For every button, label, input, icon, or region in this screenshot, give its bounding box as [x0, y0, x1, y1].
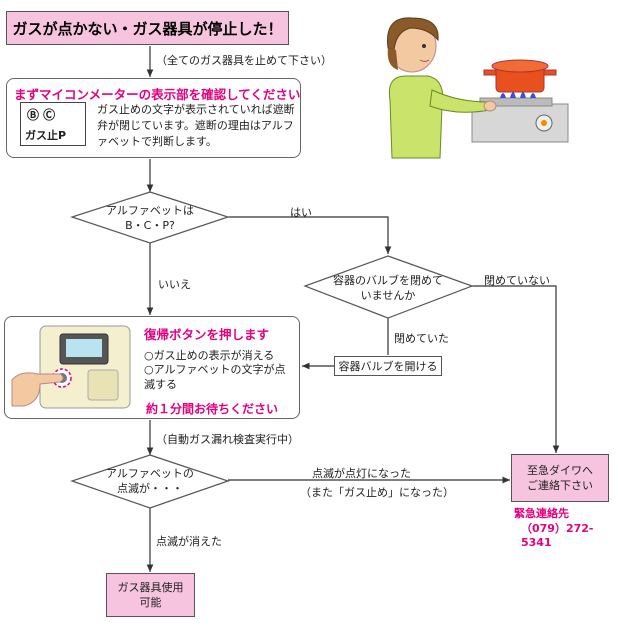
emergency-line1: 至急ダイワへ [527, 464, 593, 477]
note-stop-all: （全てのガス器具を止めて下さい） [156, 54, 332, 67]
person-icon [387, 17, 497, 159]
pot-icon [483, 59, 557, 93]
emergency-line2: ご連絡下さい [527, 479, 593, 492]
label-lit: 点滅が点灯になった [312, 467, 411, 480]
flame-icon [500, 92, 536, 98]
arrow-not-closed [472, 285, 560, 453]
open-valve-box: 容器バルブを開ける [334, 356, 442, 376]
decision-valve-text: 容器のバルブを閉めて いませんか [318, 273, 458, 303]
meter-letters: Ⓑ Ⓒ [27, 108, 56, 122]
label-gone: 点滅が消えた [156, 535, 222, 548]
reset-heading: 復帰ボタンを押します [144, 327, 270, 342]
reset-item1: ○ガス止めの表示が消える [144, 349, 275, 362]
decision-alpha-shape [70, 191, 230, 244]
cooking-person-illustration [387, 17, 569, 159]
decision-alpha-text: アルファベットは B・C・P? [80, 203, 220, 233]
decision-blink-shape [70, 454, 230, 509]
title-text: ガスが点かない・ガス器具が停止した！ [12, 19, 283, 38]
decision-blink-text: アルファベットの 点滅が・・・ [80, 466, 220, 496]
reset-wait: 約１分間お待ちください [146, 402, 279, 416]
label-lit-sub: （また「ガス止め」になった） [300, 486, 454, 499]
arrow-yes [228, 216, 392, 254]
meter-label: ガス止P [25, 129, 67, 142]
label-no: いいえ [158, 278, 191, 291]
usable-box: ガス器具使用 可能 [106, 573, 195, 617]
decision-alpha-line2: B・C・P? [125, 219, 175, 232]
label-closed: 閉めていた [394, 332, 449, 345]
label-not-closed: 閉めていない [484, 274, 550, 287]
decision-alpha-line1: アルファベットは [106, 204, 194, 217]
meter-display-icon: Ⓑ Ⓒ ガス止P [20, 102, 86, 146]
decision-valve-line1: 容器のバルブを閉めて [333, 274, 443, 287]
note-auto-check: （自動ガス漏れ検査実行中） [156, 433, 299, 446]
title-box: ガスが点かない・ガス器具が停止した！ [6, 11, 289, 45]
contact-title: 緊急連絡先 [514, 507, 569, 520]
usable-line2: 可能 [139, 596, 162, 609]
usable-line1: ガス器具使用 [117, 581, 184, 594]
contact-phone: （079）272-5341 [521, 522, 594, 549]
decision-blink-line2: 点滅が・・・ [117, 482, 183, 495]
decision-blink-line1: アルファベットの [106, 467, 194, 480]
reset-item2: ○アルファベットの文字が点滅する [144, 363, 286, 391]
check-meter-body: ガス止めの文字が表示されていれば遮断弁が閉じています。遮断の理由はアルファベット… [97, 103, 295, 148]
open-valve-text: 容器バルブを開ける [338, 360, 438, 373]
decision-valve-line2: いませんか [360, 289, 416, 302]
decision-valve-shape [303, 255, 474, 319]
meter-press-illustration [11, 325, 131, 409]
emergency-box: 至急ダイワへ ご連絡下さい [511, 454, 609, 502]
check-meter-heading: まずマイコンメーターの表示部を確認してください [14, 87, 301, 102]
label-yes: はい [290, 206, 312, 219]
